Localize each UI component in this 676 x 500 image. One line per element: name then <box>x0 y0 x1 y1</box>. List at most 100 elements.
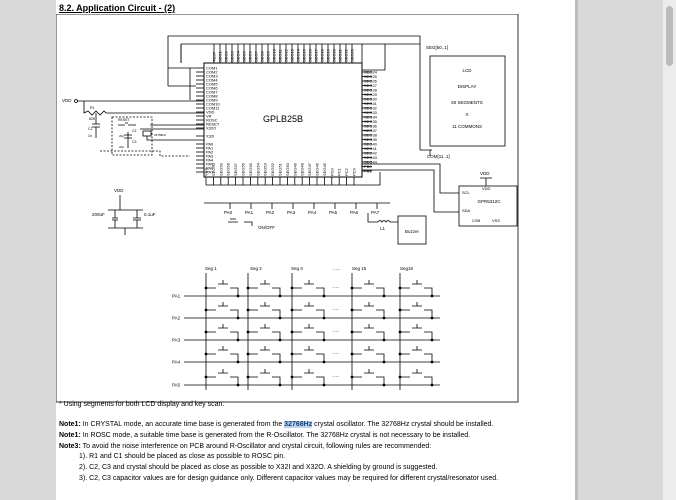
eeprom-pin-vdd: VDD <box>482 186 491 191</box>
ic-pin-label-seg41: SEG41 <box>364 146 378 151</box>
ic-pin-label-seg4: SEG4 <box>236 51 241 62</box>
matrix-row-label: PA5 <box>172 383 181 388</box>
eeprom-pin-sda: SDA <box>462 208 471 213</box>
ic-pin-label-seg22: SEG22 <box>344 48 349 62</box>
key-node <box>246 375 250 379</box>
key-node <box>236 316 240 320</box>
scrollbar-track[interactable] <box>663 0 676 500</box>
ic-pin-label-seg7: SEG7 <box>254 51 259 62</box>
crystal <box>142 130 152 137</box>
pa-label-pa5: PA5 <box>329 210 338 215</box>
note3-rule1: 1). R1 and C1 should be placed as close … <box>79 453 286 460</box>
key-node <box>278 294 282 298</box>
pa-label-pa3: PA3 <box>287 210 296 215</box>
document-page <box>56 0 575 500</box>
ic-pin-label-reset: RESET <box>206 122 220 127</box>
key-switch <box>292 346 325 362</box>
key-switch <box>292 324 325 340</box>
key-node <box>246 352 250 356</box>
matrix-col-label: Seg 15 <box>352 266 367 271</box>
key-node <box>382 360 386 364</box>
matrix-row-label: PA1 <box>172 294 181 299</box>
ic-pin-label-seg15: SEG15 <box>302 48 307 62</box>
key-switch <box>248 302 281 318</box>
ic-pin-label-pa1: PA1 <box>206 146 214 151</box>
ic-pin-label-seg39: SEG39 <box>364 137 378 142</box>
key-node <box>290 352 294 356</box>
ic-pin-label-seg9: SEG9 <box>266 51 271 62</box>
ic-pin-label-com4: COM4 <box>206 78 218 83</box>
ic-pin-label-seg58: SEG58 <box>226 162 231 176</box>
ic-pin-label-seg8: SEG8 <box>260 51 265 62</box>
ic-pin-label-seg60: SEG60 <box>211 162 216 176</box>
scrollbar-thumb[interactable] <box>666 6 673 66</box>
key-switch <box>400 346 433 362</box>
ic-pin-label-pa0: PA0 <box>206 142 214 147</box>
key-switch <box>400 369 433 385</box>
ic-pin-label-seg49: SEG49 <box>292 162 297 176</box>
pa-label-pa1: PA1 <box>245 210 254 215</box>
ic-pin-label-pa2: PA2 <box>206 150 214 155</box>
ic-name: GPLB25B <box>263 114 303 124</box>
ic-pin-label-seg5: SEG5 <box>242 51 247 62</box>
key-node <box>350 330 354 334</box>
ic-pin-label-seg30: SEG30 <box>364 97 378 102</box>
ic-pin-label-seg13: SEG13 <box>290 48 295 62</box>
key-switch <box>206 280 239 296</box>
ic-pin-label-seg1: SEG1 <box>218 51 223 62</box>
lcd-text-line: LCD <box>462 68 472 73</box>
matrix-row-label: PA2 <box>172 316 181 321</box>
key-switch <box>400 324 433 340</box>
ic-pin-label-pa4: PA4 <box>206 158 214 163</box>
key-node <box>204 330 208 334</box>
crystal-label: 32768Hz <box>154 133 167 137</box>
key-switch <box>400 280 433 296</box>
ic-pin-label-seg2: SEG2 <box>224 51 229 62</box>
ic-right-pins: SEG24SEG25SEG26SEG27SEG28SEG29SEG30SEG31… <box>362 70 378 174</box>
ic-pin-label-seg16: SEG16 <box>308 48 313 62</box>
key-node <box>204 308 208 312</box>
ic-pin-label-x32o: X32O <box>206 126 216 131</box>
key-node <box>246 286 250 290</box>
vdd-label: VDD <box>62 98 72 103</box>
c1-value: 1n <box>88 134 92 138</box>
r1-resistor <box>83 101 204 116</box>
ic-pin-label-com8: COM8 <box>206 94 218 99</box>
key-switch <box>292 369 325 385</box>
ic-left-pins: COM1COM2COM3COM4COM5COM6COM7COM8COM9COM1… <box>168 66 221 175</box>
ic-pin-label-pa7: PA7 <box>206 170 214 175</box>
com-bus-fan <box>168 67 196 100</box>
key-node <box>350 286 354 290</box>
ic-pin-label-seg14: SEG14 <box>296 48 301 62</box>
key-switch <box>400 302 433 318</box>
ic-pin-label-pc3: PC3 <box>352 167 357 176</box>
com-bus-tail <box>420 149 432 156</box>
cap-big-label: 200uF <box>92 212 105 217</box>
ic-pin-label-seg44: SEG44 <box>364 160 378 165</box>
key-switch <box>206 302 239 318</box>
eeprom-name: GPR5312C <box>477 199 501 204</box>
matrix-ellipsis: ...... <box>332 328 340 333</box>
key-node <box>290 330 294 334</box>
lcd-box <box>429 55 506 147</box>
ic-pin-label-com5: COM5 <box>206 82 218 87</box>
pa-label-pa7: PA7 <box>371 210 380 215</box>
key-node <box>398 375 402 379</box>
key-switch <box>248 280 281 296</box>
key-node <box>430 338 434 342</box>
c2-value: 20p <box>119 134 124 138</box>
ic-pin-label-seg56: SEG56 <box>241 162 246 176</box>
eeprom-bus <box>362 163 459 213</box>
key-node <box>204 375 208 379</box>
c2-label: C2 <box>132 129 137 133</box>
reset-label: RESET <box>118 118 131 122</box>
note3-text: To avoid the noise interference on PCB a… <box>82 443 432 450</box>
ic-pin-label-pa3: PA3 <box>206 154 214 159</box>
bottom-bus <box>206 172 381 186</box>
com-bus-label: COM[11..1] <box>427 154 450 159</box>
key-switch <box>352 280 385 296</box>
oscillator-shield-box <box>111 116 153 156</box>
note2-key: Note1: <box>59 432 81 439</box>
